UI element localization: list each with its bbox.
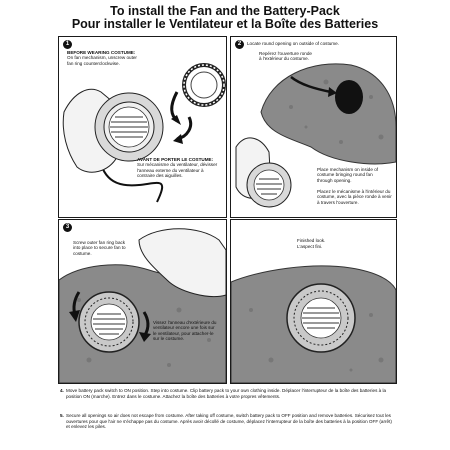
instruction-panel-1: 1 BEFORE WEARING COSTUME: On fan mechani… — [58, 36, 227, 218]
panel-4-illustration — [231, 265, 396, 383]
panel-4-text-fr: L'aspect fini. — [297, 244, 323, 249]
panel-1-heading-en: BEFORE WEARING COSTUME: — [67, 50, 136, 55]
panel-2-text-en-1: Locate round opening on outside of costu… — [247, 41, 339, 46]
panel-1-heading-fr: AVANT DE PORTER LE COSTUME: — [137, 157, 214, 162]
step-number-badge: 3 — [63, 223, 72, 232]
step-number-badge: 2 — [235, 40, 244, 49]
page-subtitle: Pour installer le Ventilateur et la Boît… — [71, 17, 379, 31]
fan-ring-icon — [182, 63, 226, 107]
fan-icon — [78, 291, 140, 353]
costume-icon — [260, 63, 396, 165]
page-title: To install the Fan and the Battery-Pack — [110, 4, 340, 18]
fan-icon — [94, 92, 164, 162]
step-number-badge: 1 — [63, 40, 72, 49]
instruction-panel-4: Finished look. L'aspect fini. — [230, 219, 397, 384]
hand-icon — [138, 228, 226, 298]
fan-icon — [246, 162, 292, 208]
panel-4-text-en: Finished look. — [297, 238, 326, 243]
round-opening — [335, 80, 363, 114]
panel-1-illustration — [62, 63, 226, 203]
panel-1-body-fr: Sur mécanisme du ventilateur, dévisser l… — [137, 162, 218, 179]
step-4-number: 4. — [60, 388, 64, 393]
fan-icon — [286, 283, 356, 353]
step-5-text: Secure all openings so air does not esca… — [66, 413, 392, 430]
panel-3-illustration — [59, 228, 226, 383]
panel-3-text-fr: Vissez l'anneau d'extérieure du ventilat… — [153, 320, 217, 342]
panel-2-text-fr-2: Placez le mécanisme à l'intérieur du cos… — [317, 189, 392, 205]
instruction-panel-2: 2 Locate round opening on outside of cos… — [230, 36, 397, 218]
panel-1-text-en: BEFORE WEARING COSTUME: On fan mechanism… — [67, 50, 137, 66]
panel-2-illustration — [235, 63, 396, 208]
panel-1-text-fr: AVANT DE PORTER LE COSTUME: Sur mécanism… — [137, 157, 222, 179]
panel-1-body-en: On fan mechanism, unscrew outer fan ring… — [67, 55, 137, 66]
step-5-number: 5. — [60, 413, 64, 418]
step-4-text: Move battery pack switch to ON position.… — [66, 388, 387, 399]
instruction-panel-3: 3 Screw outer fan ring back into place t… — [58, 219, 227, 384]
panel-2-text-en-2: Place mechanism on inside of costume bri… — [317, 167, 379, 183]
panel-3-text-en: Screw outer fan ring back into place to … — [73, 240, 126, 256]
arrow-icon — [290, 76, 332, 94]
panel-2-text-fr-1: Repérez l'ouverture ronde à l'extérieur … — [259, 51, 312, 62]
